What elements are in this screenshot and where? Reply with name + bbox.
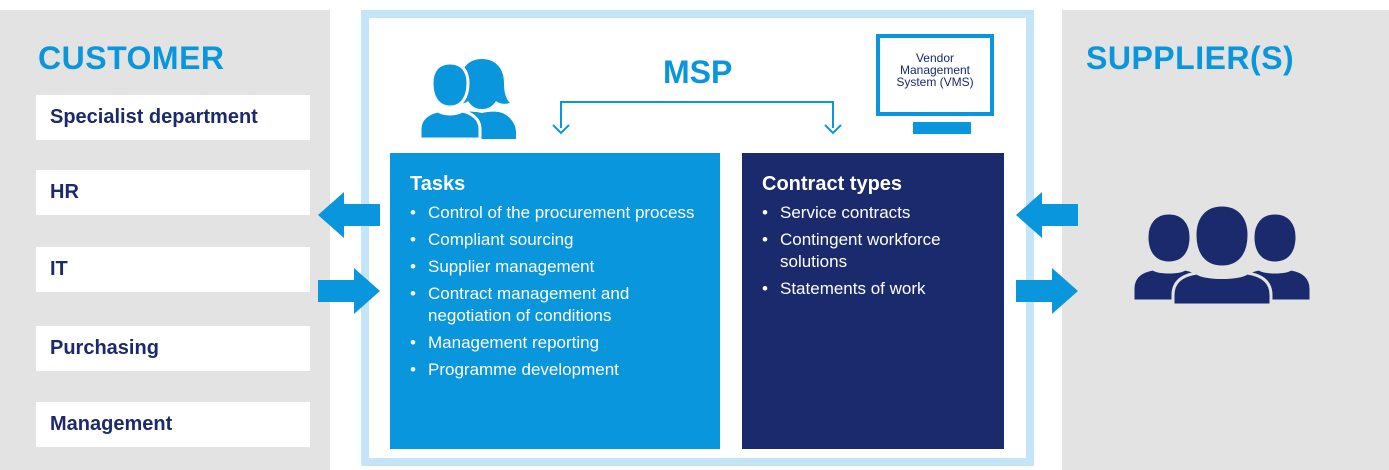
dept-specialist-department: Specialist department xyxy=(36,95,310,140)
task-item: •Compliant sourcing xyxy=(410,230,574,249)
contract-types-title: Contract types xyxy=(762,173,903,195)
contract-types-box: Contract types •Service contracts •Conti… xyxy=(742,153,1004,449)
supplier-title: SUPPLIER(S) xyxy=(1086,40,1295,76)
vms-label-line3: System (VMS) xyxy=(896,75,974,89)
tasks-title: Tasks xyxy=(410,173,466,195)
customer-people-icon xyxy=(418,59,516,141)
task-item-text: Programme development xyxy=(428,360,619,379)
contract-type-item: •Service contracts xyxy=(762,203,911,222)
arrow-right-icon xyxy=(318,268,380,314)
task-item: •Supplier management xyxy=(410,257,595,276)
contract-type-item-text: Contingent workforce solutions xyxy=(780,230,941,271)
msp-title: MSP xyxy=(663,54,733,90)
contract-type-item: •Contingent workforce solutions xyxy=(762,230,941,271)
contract-type-item: •Statements of work xyxy=(762,279,926,298)
task-item: •Contract management and negotiation of … xyxy=(410,284,630,325)
vms-label-line2: Management xyxy=(899,63,971,77)
dept-it: IT xyxy=(36,247,310,292)
dept-management: Management xyxy=(36,402,310,447)
computer-monitor-icon: Vendor Management System (VMS) xyxy=(876,34,994,116)
arrow-left-icon xyxy=(1016,192,1078,238)
msp-bracket-arrows xyxy=(552,101,842,135)
task-item: •Programme development xyxy=(410,360,619,379)
task-item-text: Control of the procurement process xyxy=(428,203,695,222)
vms-label: Vendor Management System (VMS) xyxy=(880,38,990,112)
supplier-group-icon xyxy=(1131,203,1313,307)
task-item-text: Supplier management xyxy=(428,257,595,276)
contract-types-list: •Service contracts •Contingent workforce… xyxy=(762,202,990,300)
dept-hr: HR xyxy=(36,170,310,215)
vms-label-line1: Vendor xyxy=(915,51,955,65)
customer-panel: CUSTOMER xyxy=(0,10,330,470)
customer-title: CUSTOMER xyxy=(38,40,225,76)
arrow-left-icon xyxy=(318,192,380,238)
task-item: •Control of the procurement process xyxy=(410,203,695,222)
arrow-right-icon xyxy=(1016,268,1078,314)
task-item-text: Compliant sourcing xyxy=(428,230,574,249)
tasks-list: •Control of the procurement process •Com… xyxy=(410,202,702,381)
task-item-text: Contract management and negotiation of c… xyxy=(428,284,630,325)
task-item: •Management reporting xyxy=(410,333,600,352)
monitor-stand xyxy=(913,122,971,134)
tasks-box: Tasks •Control of the procurement proces… xyxy=(390,153,720,449)
contract-type-item-text: Statements of work xyxy=(780,279,926,298)
task-item-text: Management reporting xyxy=(428,333,600,352)
dept-purchasing: Purchasing xyxy=(36,326,310,371)
contract-type-item-text: Service contracts xyxy=(780,203,911,222)
